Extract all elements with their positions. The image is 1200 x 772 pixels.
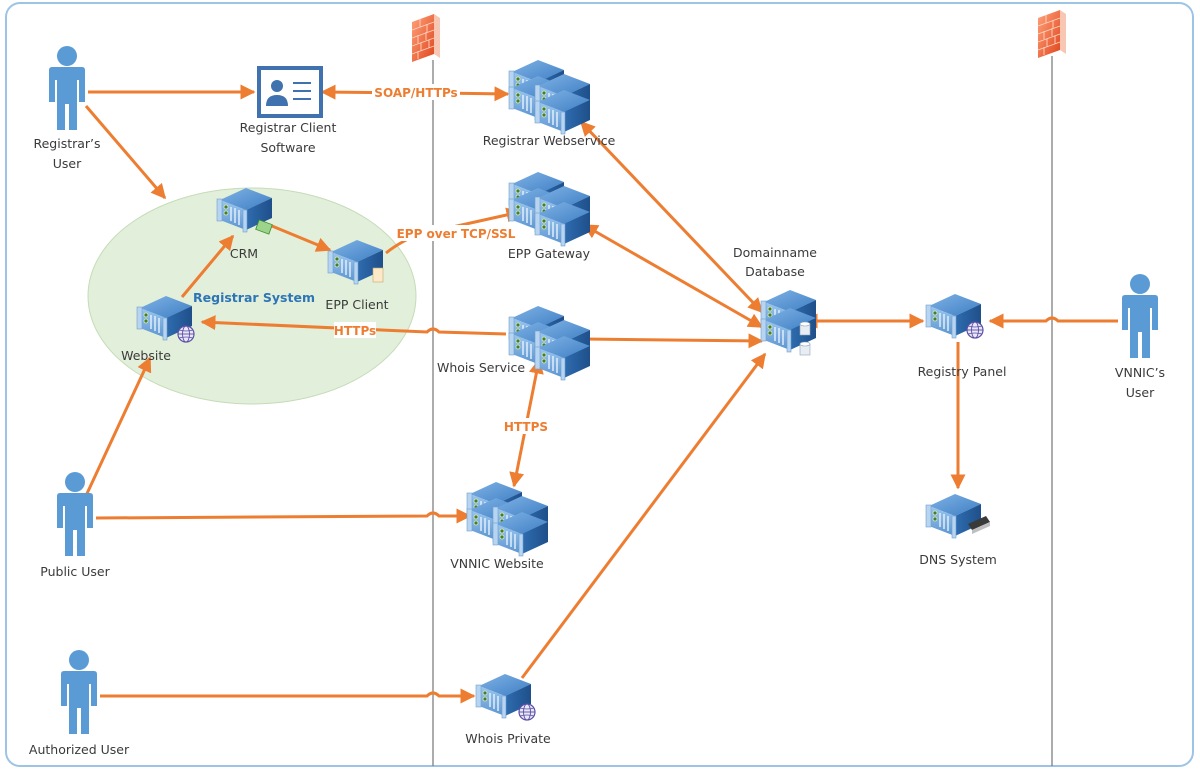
actor-vnnic-user[interactable]: VNNIC’s User xyxy=(1115,274,1165,400)
node-dns-system[interactable]: DNS System xyxy=(919,493,997,567)
svg-text:Domainname: Domainname xyxy=(733,245,817,260)
svg-text:VNNIC’s: VNNIC’s xyxy=(1115,365,1165,380)
svg-text:Authorized User: Authorized User xyxy=(29,742,130,757)
svg-text:Whois Service: Whois Service xyxy=(437,360,525,375)
edge-label-https: HTTPs xyxy=(334,324,376,338)
edge-public-user-to-website xyxy=(82,356,152,501)
svg-text:User: User xyxy=(53,156,82,171)
drive-icon xyxy=(968,516,990,534)
edge-website-to-crm xyxy=(180,234,235,298)
edge-registrar-user-to-registrar-system xyxy=(84,105,167,200)
svg-text:User: User xyxy=(1126,385,1155,400)
node-crm[interactable]: CRM xyxy=(216,187,273,261)
edge-authorized-user-to-whois-private xyxy=(100,688,476,704)
actor-registrars-user[interactable]: Registrar’s User xyxy=(33,46,101,171)
globe-icon xyxy=(966,321,984,339)
svg-text:Registry Panel: Registry Panel xyxy=(918,364,1007,379)
svg-text:Public User: Public User xyxy=(40,564,110,579)
node-epp-client[interactable]: EPP Client xyxy=(325,239,389,312)
node-whois-service[interactable]: Whois Service xyxy=(437,306,590,380)
svg-text:DNS System: DNS System xyxy=(919,552,997,567)
actor-public-user[interactable]: Public User xyxy=(40,472,111,579)
svg-text:EPP Client: EPP Client xyxy=(325,297,388,312)
svg-text:Registrar Client: Registrar Client xyxy=(240,120,337,135)
globe-icon xyxy=(177,325,195,343)
edge-vnnic-user-to-registry-panel xyxy=(988,313,1118,329)
contact-card-icon xyxy=(257,66,323,118)
svg-text:Whois Private: Whois Private xyxy=(465,731,551,746)
node-vnnic-website[interactable]: VNNIC Website xyxy=(450,482,548,571)
node-epp-gateway[interactable]: EPP Gateway xyxy=(508,172,591,261)
svg-text:VNNIC Website: VNNIC Website xyxy=(450,556,544,571)
edge-whois-private-to-database xyxy=(520,352,767,679)
svg-text:Registrar’s: Registrar’s xyxy=(33,136,100,151)
node-registrar-webservice[interactable]: Registrar Webservice xyxy=(483,60,616,148)
svg-text:CRM: CRM xyxy=(230,246,258,261)
node-registry-panel[interactable]: Registry Panel xyxy=(918,293,1007,379)
firewall-icon xyxy=(1037,9,1067,59)
edge-crm-to-epp-client xyxy=(271,224,332,252)
svg-text:Database: Database xyxy=(745,264,805,279)
document-icon xyxy=(372,267,384,283)
svg-text:Website: Website xyxy=(121,348,171,363)
edge-whois-service-website xyxy=(200,315,507,336)
registrar-system-group xyxy=(87,187,417,405)
edge-gateway-database xyxy=(582,223,764,329)
node-domainname-database[interactable]: Domainname Database xyxy=(733,245,817,356)
node-registrar-client-software[interactable]: Registrar Client Software xyxy=(240,66,337,155)
database-icon xyxy=(799,321,811,356)
svg-text:Software: Software xyxy=(260,140,315,155)
edge-whois-service-to-database xyxy=(583,333,764,349)
firewall-icon xyxy=(411,13,441,63)
edge-label-epp-tcp-ssl: EPP over TCP/SSL xyxy=(397,227,516,241)
svg-text:EPP Gateway: EPP Gateway xyxy=(508,246,591,261)
actor-authorized-user[interactable]: Authorized User xyxy=(29,650,130,757)
edge-public-user-to-vnnic-website xyxy=(95,508,472,524)
globe-icon xyxy=(518,703,536,721)
registrar-system-label: Registrar System xyxy=(193,290,315,305)
node-whois-private[interactable]: Whois Private xyxy=(465,673,551,746)
edge-label-soap-https: SOAP/HTTPs xyxy=(374,86,457,100)
money-icon xyxy=(255,219,273,235)
edge-label-https-upper: HTTPS xyxy=(504,420,548,434)
svg-text:Registrar Webservice: Registrar Webservice xyxy=(483,133,616,148)
node-website[interactable]: Website xyxy=(121,295,195,363)
